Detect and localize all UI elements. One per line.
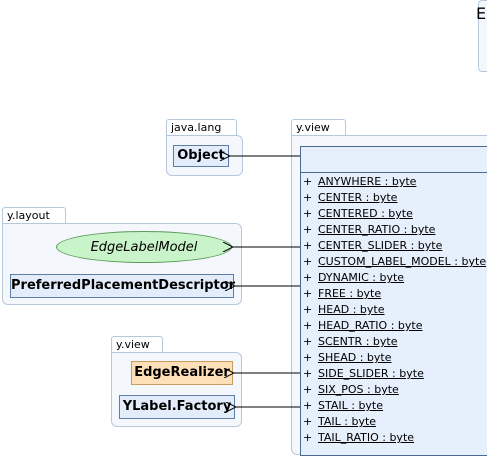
- class-field: + HEAD_RATIO : byte: [303, 318, 486, 334]
- field-visibility: +: [303, 415, 313, 428]
- association-edges: [0, 0, 300, 440]
- field-visibility: +: [303, 367, 313, 380]
- class-edge-label-divider: [300, 172, 487, 173]
- field-name: SIDE_SLIDER : byte: [318, 367, 424, 380]
- class-edge-label-title: E: [476, 4, 487, 23]
- class-ylabel-factory-label: YLabel.Factory: [122, 399, 232, 414]
- field-visibility: +: [303, 175, 313, 188]
- field-visibility: +: [303, 223, 313, 236]
- package-tab-java-lang: java.lang: [166, 119, 237, 135]
- class-field: + SIDE_SLIDER : byte: [303, 366, 486, 382]
- package-label-y-view-lower: y.view: [116, 338, 150, 351]
- class-field: + FREE : byte: [303, 286, 486, 302]
- class-field: + HEAD : byte: [303, 302, 486, 318]
- field-visibility: +: [303, 207, 313, 220]
- field-name: CUSTOM_LABEL_MODEL : byte: [318, 255, 487, 268]
- field-visibility: +: [303, 399, 313, 412]
- field-name: ANYWHERE : byte: [318, 175, 417, 188]
- field-visibility: +: [303, 431, 313, 444]
- field-name: FREE : byte: [318, 287, 382, 300]
- field-name: CENTER_RATIO : byte: [318, 223, 436, 236]
- class-field: + CENTER : byte: [303, 190, 486, 206]
- class-edge-label[interactable]: [300, 146, 487, 456]
- class-field: + SCENTR : byte: [303, 334, 486, 350]
- field-name: HEAD_RATIO : byte: [318, 319, 423, 332]
- field-name: CENTERED : byte: [318, 207, 413, 220]
- class-field: + CUSTOM_LABEL_MODEL : byte: [303, 254, 486, 270]
- class-field: + CENTER_RATIO : byte: [303, 222, 486, 238]
- field-name: SHEAD : byte: [318, 351, 392, 364]
- field-visibility: +: [303, 319, 313, 332]
- field-visibility: +: [303, 255, 313, 268]
- field-visibility: +: [303, 271, 313, 284]
- class-field: + CENTERED : byte: [303, 206, 486, 222]
- class-field: + SIX_POS : byte: [303, 382, 486, 398]
- class-edge-realizer[interactable]: EdgeRealizer: [131, 361, 233, 385]
- class-field: + CENTER_SLIDER : byte: [303, 238, 486, 254]
- field-name: CENTER : byte: [318, 191, 398, 204]
- interface-edge-label-model-label: EdgeLabelModel: [90, 239, 198, 255]
- field-name: SCENTR : byte: [318, 335, 398, 348]
- package-tab-y-layout: y.layout: [2, 207, 66, 223]
- field-visibility: +: [303, 303, 313, 316]
- package-label-java-lang: java.lang: [171, 121, 222, 134]
- class-ylabel-factory[interactable]: YLabel.Factory: [119, 395, 235, 419]
- field-visibility: +: [303, 239, 313, 252]
- class-object-label: Object: [177, 148, 225, 163]
- class-preferred-placement-descriptor[interactable]: PreferredPlacementDescriptor: [10, 274, 236, 298]
- class-field: + SHEAD : byte: [303, 350, 486, 366]
- package-tab-y-view-lower: y.view: [111, 336, 163, 352]
- class-object[interactable]: Object: [173, 145, 229, 167]
- class-field: + DYNAMIC : byte: [303, 270, 486, 286]
- field-visibility: +: [303, 287, 313, 300]
- class-field: + ANYWHERE : byte: [303, 174, 486, 190]
- field-name: CENTER_SLIDER : byte: [318, 239, 443, 252]
- field-name: DYNAMIC : byte: [318, 271, 405, 284]
- class-edge-realizer-label: EdgeRealizer: [134, 365, 230, 380]
- field-name: TAIL : byte: [318, 415, 377, 428]
- field-name: SIX_POS : byte: [318, 383, 399, 396]
- class-preferred-placement-descriptor-label: PreferredPlacementDescriptor: [11, 278, 236, 293]
- package-label-y-layout: y.layout: [7, 209, 50, 222]
- field-visibility: +: [303, 351, 313, 364]
- interface-edge-label-model[interactable]: EdgeLabelModel: [56, 231, 232, 263]
- field-name: STAIL : byte: [318, 399, 384, 412]
- partial-package-box: [478, 0, 487, 72]
- class-edge-label-fields: + ANYWHERE : byte + CENTER : byte + CENTERED …: [303, 174, 486, 446]
- field-visibility: +: [303, 383, 313, 396]
- class-field: + STAIL : byte: [303, 398, 486, 414]
- package-tab-y-view-main: y.view: [291, 119, 346, 135]
- field-visibility: +: [303, 335, 313, 348]
- package-label-y-view-main: y.view: [296, 121, 330, 134]
- field-visibility: +: [303, 191, 313, 204]
- class-field: + TAIL : byte: [303, 414, 486, 430]
- field-name: HEAD : byte: [318, 303, 385, 316]
